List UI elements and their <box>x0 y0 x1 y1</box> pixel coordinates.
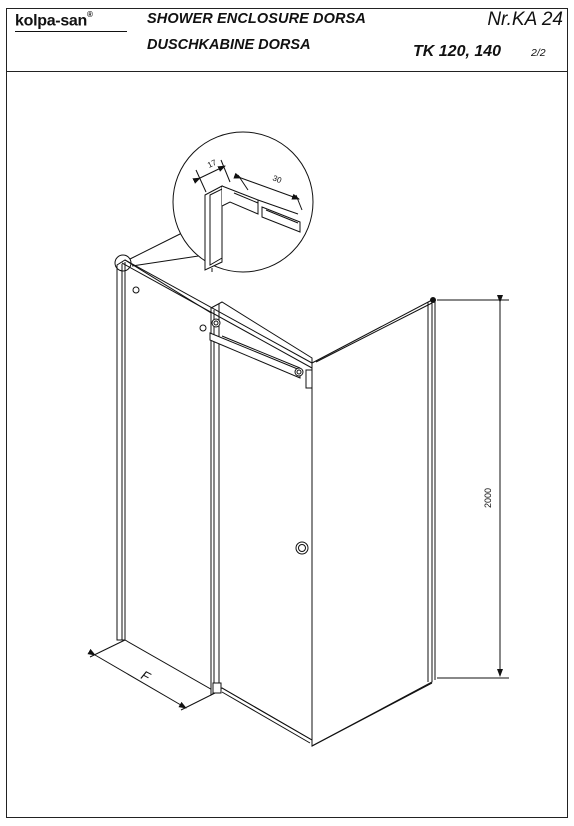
detail-callout <box>114 131 314 273</box>
dim-label-30: 30 <box>271 174 283 186</box>
top-rail <box>209 318 313 389</box>
door-knob <box>295 541 309 555</box>
logo-underline <box>15 31 127 32</box>
width-dimension <box>87 639 216 711</box>
page-number: 2/2 <box>531 47 546 59</box>
brand-logo: kolpa-san® <box>15 10 93 30</box>
bottom-guide <box>212 682 222 694</box>
title-german: DUSCHKABINE DORSA <box>147 37 311 53</box>
left-fixed-panel <box>116 259 217 693</box>
dim-label-2000: 2000 <box>483 488 493 508</box>
right-side-panel <box>311 297 436 747</box>
header-divider <box>7 71 567 72</box>
model-number: TK 120, 140 <box>413 43 502 60</box>
drawing-sheet: kolpa-san® SHOWER ENCLOSURE DORSA DUSCHK… <box>6 8 568 818</box>
dim-label-17: 17 <box>206 158 218 170</box>
document-number: Nr.KA 24 <box>487 9 563 30</box>
title-english: SHOWER ENCLOSURE DORSA <box>147 11 366 27</box>
sliding-door <box>210 301 313 744</box>
height-dimension <box>437 295 509 679</box>
top-edge <box>124 259 313 364</box>
